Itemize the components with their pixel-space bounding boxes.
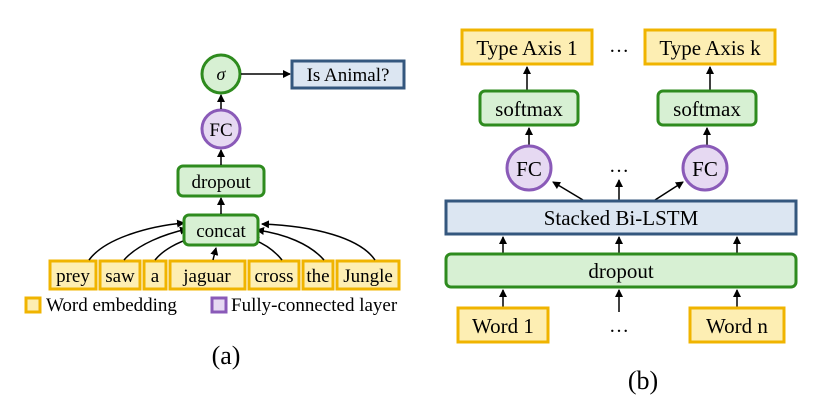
fc-circle-1 <box>505 144 553 192</box>
word-1-box <box>456 306 550 344</box>
word-box-jungle <box>335 259 401 291</box>
bottom-ellipsis: … <box>609 315 629 337</box>
arrow-jungle <box>261 220 376 261</box>
word-n-label: Word n <box>706 314 768 338</box>
word-box-the <box>301 259 335 291</box>
arrow-the <box>256 227 325 261</box>
word-to-concat-arrows <box>88 219 376 261</box>
softmax-box-1 <box>478 89 580 127</box>
word-saw: saw <box>105 266 135 287</box>
sigma-circle <box>200 53 242 95</box>
panel-a: prey saw a jaguar cross the Jungle <box>24 53 406 370</box>
word-box-a <box>142 259 168 291</box>
word-1-label: Word 1 <box>472 314 534 338</box>
word-box-jaguar <box>168 259 247 291</box>
arrow-lstm-fck <box>654 181 684 201</box>
dropout-label-a: dropout <box>191 172 251 193</box>
legend-fc-layer: Fully-connected layer <box>231 295 398 316</box>
softmax-label-1: softmax <box>495 97 563 121</box>
legend: Word embedding Fully-connected layer <box>24 295 398 316</box>
dropout-label-b: dropout <box>588 259 653 283</box>
dropout-box-a <box>176 164 266 198</box>
legend-swatch-fc <box>210 296 228 314</box>
caption-a: (a) <box>212 341 241 370</box>
word-row: prey saw a jaguar cross the Jungle <box>48 259 401 291</box>
concat-box <box>182 213 260 247</box>
concat-label: concat <box>196 221 246 242</box>
dropout-box-b <box>444 252 798 289</box>
word-prey: prey <box>56 266 90 287</box>
type-axis-k-box <box>643 28 777 66</box>
sigma-label: σ <box>217 64 227 84</box>
word-box-saw <box>98 259 142 291</box>
arrow-jaguar <box>210 247 219 261</box>
legend-swatch-embedding <box>24 296 42 314</box>
word-box-cross <box>247 259 301 291</box>
fc-label-a: FC <box>209 120 232 141</box>
type-axis-k-label: Type Axis k <box>659 36 761 60</box>
word-box-prey <box>48 259 98 291</box>
caption-b: (b) <box>628 366 658 395</box>
fc-label-k: FC <box>692 157 718 181</box>
arrow-prey <box>88 219 185 261</box>
lstm-label: Stacked Bi-LSTM <box>544 206 699 230</box>
fc-label-1: FC <box>516 157 542 181</box>
word-cross: cross <box>254 266 293 287</box>
softmax-box-k <box>656 89 758 127</box>
arrow-saw <box>123 226 188 261</box>
softmax-label-k: softmax <box>673 97 741 121</box>
middle-ellipsis: … <box>609 155 629 177</box>
word-n-box <box>688 306 786 344</box>
is-animal-box <box>290 59 406 90</box>
top-ellipsis: … <box>609 35 629 57</box>
fc-circle-a <box>200 108 242 150</box>
fc-circle-k <box>681 144 729 192</box>
word-jaguar: jaguar <box>182 266 231 287</box>
word-jungle: Jungle <box>343 266 393 287</box>
type-axis-1-label: Type Axis 1 <box>476 36 577 60</box>
lstm-box <box>444 199 798 236</box>
legend-word-embedding: Word embedding <box>46 295 177 316</box>
is-animal-label: Is Animal? <box>307 65 390 86</box>
word-the: the <box>306 266 329 287</box>
arrow-lstm-fc1 <box>552 181 584 201</box>
panel-b: Type Axis 1 … Type Axis k softmax softma… <box>444 28 798 395</box>
word-a: a <box>151 266 160 287</box>
type-axis-1-box <box>460 28 594 66</box>
